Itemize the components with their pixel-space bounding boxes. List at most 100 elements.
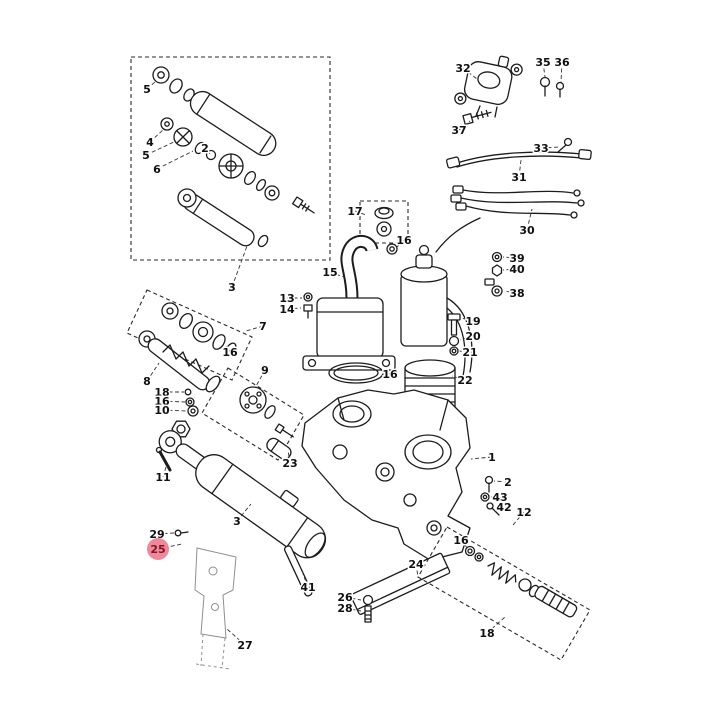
part-label-19: 19 [465, 315, 480, 328]
inset-box-valve-kit [417, 526, 591, 661]
part-label-40: 40 [509, 263, 525, 276]
leader-line-33 [540, 146, 561, 149]
part-label-16: 16 [154, 395, 170, 408]
leader-line-16 [161, 400, 186, 403]
part-label-10: 10 [154, 404, 170, 417]
leader-line-7 [245, 325, 264, 332]
ground-screw [557, 137, 573, 153]
bolt-26-28 [362, 594, 374, 623]
leader-line-3 [236, 503, 252, 522]
part-label-2: 2 [504, 476, 512, 489]
part-label-39: 39 [509, 252, 524, 265]
small-parts-18-16-10 [171, 388, 199, 438]
part-label-18: 18 [154, 386, 169, 399]
part-label-37: 37 [451, 124, 466, 137]
leader-line-19 [460, 317, 474, 322]
check-valve-23 [266, 437, 292, 460]
part-label-1: 1 [488, 451, 496, 464]
leader-line-1 [470, 456, 493, 460]
part-label-41: 41 [300, 581, 315, 594]
tilt-rod-41 [283, 545, 313, 597]
leader-line-24 [415, 563, 419, 578]
wire-harness [450, 185, 585, 219]
manifold-body [301, 389, 471, 561]
leader-line-21 [458, 350, 471, 353]
leader-line-2 [204, 147, 211, 155]
bracket-screw-29 [174, 529, 189, 537]
part-label-30: 30 [519, 224, 535, 237]
part-label-33: 33 [533, 142, 548, 155]
part-label-13: 13 [279, 292, 294, 305]
leader-line-36 [560, 61, 563, 83]
leader-line-29 [156, 532, 175, 535]
leader-line-3 [231, 245, 248, 288]
part-label-16: 16 [222, 346, 238, 359]
part-label-29: 29 [149, 528, 164, 541]
leader-line-16 [383, 372, 391, 375]
part-label-16: 16 [453, 534, 469, 547]
transom-bracket-ghost [194, 547, 237, 670]
part-label-8: 8 [143, 375, 151, 388]
leader-line-39 [502, 256, 518, 259]
inset-box-fill-cap [359, 200, 409, 244]
leader-line-16 [460, 539, 469, 550]
part-label-43: 43 [492, 491, 507, 504]
leader-line-8 [146, 362, 160, 382]
battery-cable [445, 148, 592, 169]
leader-line-30 [526, 208, 533, 231]
part-label-20: 20 [465, 330, 481, 343]
part-label-3: 3 [228, 281, 236, 294]
part-label-28: 28 [337, 602, 352, 615]
leader-line-20 [459, 335, 474, 341]
leader-line-37 [458, 120, 471, 131]
leader-line-35 [542, 61, 546, 78]
part-label-21: 21 [462, 346, 477, 359]
shock-rod [138, 330, 221, 393]
leader-line-22 [451, 375, 466, 381]
inset-box-pump-rotor [201, 367, 305, 461]
part-label-7: 7 [259, 320, 267, 333]
leader-line-32 [462, 67, 478, 80]
leader-line-16 [396, 239, 405, 248]
leader-line-11 [162, 466, 167, 478]
piston-kit-parts [161, 302, 237, 356]
trim-cylinder [158, 430, 327, 559]
part-label-27: 27 [237, 639, 252, 652]
leader-line-4 [149, 128, 165, 143]
part-label-5: 5 [142, 149, 150, 162]
leader-line-38 [503, 290, 518, 294]
cover-screws [539, 76, 565, 98]
electric-motor [400, 217, 481, 377]
leader-lines [145, 61, 563, 646]
fill-tube [340, 235, 379, 299]
valve-kit-parts [464, 545, 578, 618]
highlight-circle [147, 538, 169, 560]
part-label-32: 32 [455, 62, 470, 75]
leader-line-25 [157, 543, 183, 550]
part-label-11: 11 [155, 471, 170, 484]
leader-line-31 [518, 159, 522, 178]
part-label-14: 14 [279, 303, 295, 316]
leader-line-5 [145, 140, 177, 156]
part-label-36: 36 [554, 56, 570, 69]
leader-line-14 [286, 307, 302, 310]
cylinder-internal-parts [152, 66, 315, 248]
part-label-26: 26 [337, 591, 353, 604]
part-label-6: 6 [153, 163, 161, 176]
leader-line-15 [329, 271, 345, 278]
leader-line-18 [486, 616, 506, 634]
part-label-16: 16 [396, 234, 412, 247]
part-label-17: 17 [347, 205, 362, 218]
leader-line-5 [146, 80, 157, 90]
cylinder-pin [155, 446, 172, 472]
leader-line-23 [287, 449, 291, 464]
part-label-16: 16 [382, 368, 398, 381]
pump-rotor-parts [239, 386, 294, 438]
leader-line-41 [302, 573, 309, 588]
leader-line-6 [156, 150, 194, 170]
leader-line-17 [354, 210, 367, 216]
leader-line-27 [226, 628, 246, 646]
leader-line-2 [493, 480, 509, 483]
